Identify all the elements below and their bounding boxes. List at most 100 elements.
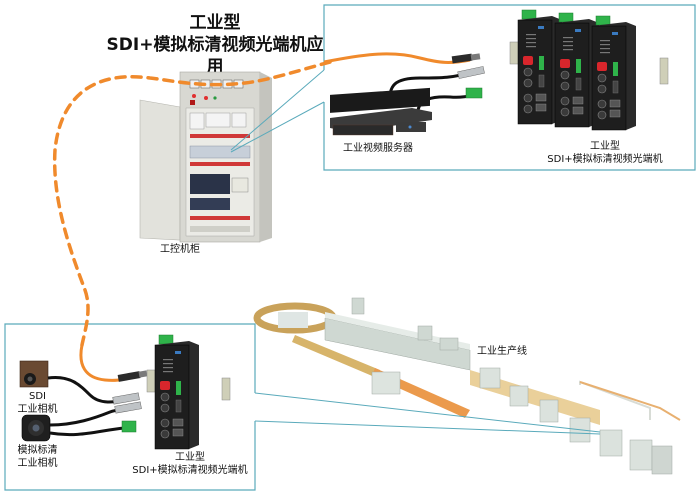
callout-pointer-line bbox=[254, 420, 601, 435]
status-led-icon bbox=[526, 42, 536, 44]
bnc-port-icon bbox=[160, 418, 170, 428]
fiber-port-icon bbox=[160, 381, 170, 390]
machine-unit bbox=[509, 385, 529, 407]
top-device-label-line-1: 工业型 bbox=[590, 141, 620, 152]
bottom-device-label-line-2: SDI+模拟标清视频光端机 bbox=[132, 465, 248, 476]
terminal-block-connector-icon bbox=[121, 420, 137, 433]
sdi-camera-label: SDI 工业相机 bbox=[15, 390, 60, 416]
status-led-icon bbox=[163, 363, 173, 365]
analog-camera-icon bbox=[21, 414, 51, 442]
bottom-device-group bbox=[154, 334, 199, 450]
bnc-connector-icon bbox=[457, 66, 485, 79]
ethernet-port-icon bbox=[535, 93, 547, 102]
oven-top bbox=[325, 312, 470, 350]
sdi-camera-icon bbox=[19, 360, 49, 388]
device-front-panel bbox=[517, 19, 553, 125]
bnc-port-icon bbox=[523, 78, 533, 88]
cabinet-side bbox=[260, 72, 272, 242]
terminal-port-icon bbox=[613, 62, 618, 76]
bnc-port-icon bbox=[560, 107, 570, 117]
power-terminal-icon bbox=[521, 9, 537, 20]
terminal-port-icon bbox=[539, 56, 544, 70]
bnc-port-icon bbox=[523, 93, 533, 103]
status-led-icon bbox=[526, 34, 536, 36]
ethernet-port-icon bbox=[572, 106, 584, 115]
device-front-panel bbox=[154, 344, 190, 450]
serial-port-icon bbox=[538, 74, 545, 88]
analog-camera-label-line-2: 工业相机 bbox=[17, 458, 58, 469]
status-led-icon bbox=[163, 359, 173, 361]
bnc-port-icon bbox=[160, 392, 170, 402]
sdi-camera-label-line-2: 工业相机 bbox=[17, 404, 58, 415]
ethernet-port-icon bbox=[172, 428, 184, 437]
gantry-frame bbox=[579, 380, 651, 420]
ethernet-port-icon bbox=[572, 96, 584, 105]
video-server-icon bbox=[330, 87, 432, 136]
status-led-icon bbox=[563, 45, 573, 47]
brand-logo-icon bbox=[175, 351, 181, 354]
ethernet-port-icon bbox=[172, 418, 184, 427]
bnc-port-icon bbox=[560, 70, 570, 80]
bnc-port-icon bbox=[523, 67, 533, 77]
device-front-panel bbox=[591, 25, 627, 131]
cabinet-door bbox=[139, 99, 181, 241]
bnc-port-icon bbox=[160, 429, 170, 439]
data-cable bbox=[49, 426, 126, 437]
conveyor-frame bbox=[278, 312, 308, 328]
bottom-device-label-line-1: 工业型 bbox=[175, 452, 205, 463]
title-line-1: 工业型 bbox=[189, 13, 241, 33]
status-led-icon bbox=[163, 371, 173, 373]
serial-port-icon bbox=[575, 77, 582, 91]
fiber-transceiver-device bbox=[154, 334, 199, 450]
status-led-icon bbox=[526, 38, 536, 40]
bottom-device-label: 工业型 SDI+模拟标清视频光端机 bbox=[115, 451, 265, 477]
top-device-label-line-2: SDI+模拟标清视频光端机 bbox=[547, 154, 663, 165]
conveyor-belt bbox=[292, 335, 380, 378]
fiber-port-icon bbox=[560, 59, 570, 68]
terminal-blocks bbox=[189, 145, 251, 232]
callout-pointer-line bbox=[230, 101, 325, 153]
fiber-port-icon bbox=[523, 56, 533, 65]
brand-logo-icon bbox=[612, 32, 618, 35]
machine-unit bbox=[539, 399, 559, 423]
serial-port-icon bbox=[175, 399, 182, 413]
bnc-connector-icon bbox=[114, 401, 142, 414]
power-terminal-icon bbox=[158, 334, 174, 345]
control-cabinet bbox=[139, 71, 272, 243]
server-label: 工业视频服务器 bbox=[343, 143, 413, 154]
ethernet-port-icon bbox=[609, 99, 621, 108]
top-device-label: 工业型 SDI+模拟标清视频光端机 bbox=[530, 140, 680, 166]
terminal-port-icon bbox=[176, 381, 181, 395]
device-front-panel bbox=[554, 22, 590, 128]
oven-unit bbox=[439, 337, 459, 351]
cabinet-interior bbox=[185, 107, 255, 237]
sdi-camera-label-line-1: SDI bbox=[29, 391, 46, 402]
fiber-route-dashed bbox=[52, 60, 332, 347]
status-led-icon bbox=[163, 367, 173, 369]
ethernet-port-icon bbox=[609, 109, 621, 118]
cabinet-label: 工控机柜 bbox=[160, 244, 200, 255]
analog-camera-label: 模拟标清 工业相机 bbox=[15, 444, 60, 470]
oven-chimney bbox=[351, 297, 365, 315]
bnc-port-icon bbox=[597, 99, 607, 109]
machine-unit bbox=[479, 367, 501, 389]
brand-logo-icon bbox=[538, 26, 544, 29]
machine-unit bbox=[371, 371, 401, 395]
bnc-port-icon bbox=[560, 96, 570, 106]
production-line-label: 工业生产线 bbox=[477, 346, 527, 357]
bnc-port-icon bbox=[597, 110, 607, 120]
power-terminal-icon bbox=[595, 15, 611, 26]
status-led-icon bbox=[600, 52, 610, 54]
terminal-port-icon bbox=[576, 59, 581, 73]
status-led-icon bbox=[600, 48, 610, 50]
terminal-block-connector-icon bbox=[465, 87, 483, 99]
power-terminal-icon bbox=[558, 12, 574, 23]
brand-logo-icon bbox=[575, 29, 581, 32]
bnc-port-icon bbox=[597, 84, 607, 94]
top-device-group bbox=[517, 9, 636, 131]
status-led-icon bbox=[600, 44, 610, 46]
status-led-icon bbox=[563, 37, 573, 39]
fiber-connector-icon bbox=[117, 370, 148, 382]
bnc-port-icon bbox=[160, 403, 170, 413]
